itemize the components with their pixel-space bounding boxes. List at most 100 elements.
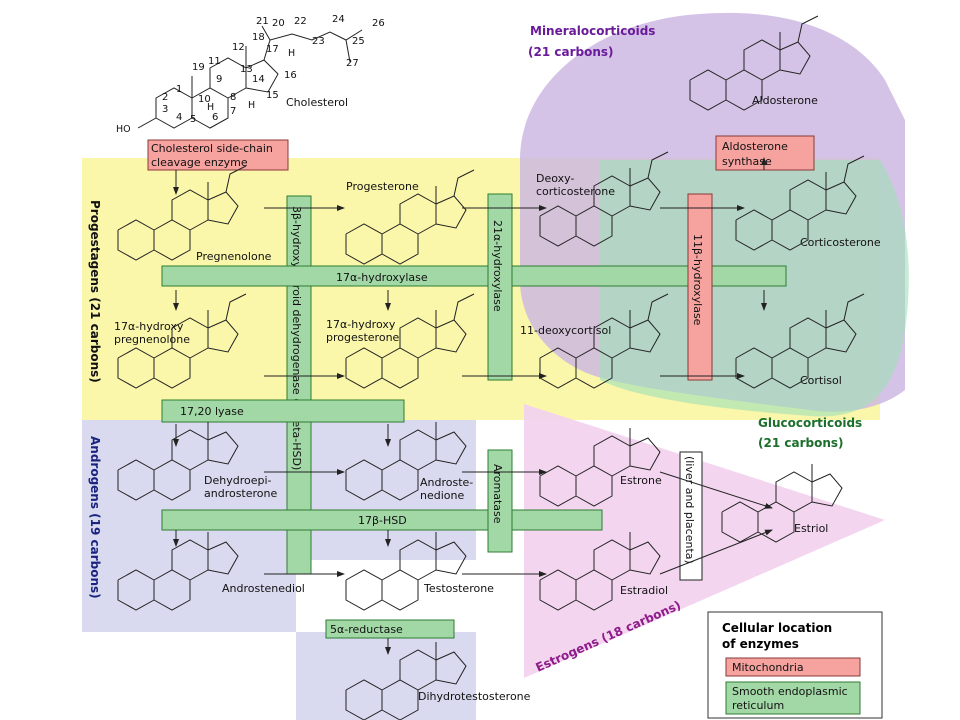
hydroxypregnenolone-name: pregnenolone (114, 333, 190, 346)
hsd17b-enzyme-box: 17β-HSD (161, 509, 603, 531)
lyase-enzyme-label: 17,20 lyase (180, 405, 244, 418)
carbon-number: 5 (190, 114, 196, 125)
carbon-number: 20 (272, 18, 285, 29)
scc-enzyme-box: Cholesterol side-chain cleavage enzyme (147, 139, 289, 171)
hydroxylase11-enzyme-label: 11β-hydroxylase (691, 234, 704, 326)
carbon-number: 26 (372, 18, 385, 29)
androstenedione-name: Androste- (420, 476, 473, 489)
cholesterol-name: Cholesterol (286, 96, 348, 109)
scc-enzyme-label: Cholesterol side-chain (151, 142, 273, 155)
deoxycorticosterone-name: Deoxy- (536, 172, 574, 185)
hydroxyprogesterone-name: progesterone (326, 331, 400, 344)
aldosterone-synthase-box: Aldosterone synthase (715, 135, 815, 171)
scc-enzyme-label: cleavage enzyme (151, 156, 248, 169)
carbon-number: 7 (230, 106, 236, 117)
carbon-number: 22 (294, 16, 307, 27)
androstenedione-name: nedione (420, 489, 464, 502)
hydrogen-label: H (248, 100, 255, 111)
legend-er-label: Smooth endoplasmic (732, 685, 848, 698)
dht-name: Dihydrotestosterone (418, 690, 531, 703)
androstenediol-name: Androstenediol (222, 582, 305, 595)
progesterone-name: Progesterone (346, 180, 419, 193)
dhea-name: androsterone (204, 487, 277, 500)
estrogens-region (524, 404, 885, 678)
aldosterone-name: Aldosterone (752, 94, 818, 107)
carbon-number: 25 (352, 36, 365, 47)
hsd3b-enzyme-label: 3β-hydroxysteroid dehydrogenase (3-beta-… (290, 206, 303, 470)
aromatase-enzyme-label: Aromatase (491, 464, 504, 524)
legend-title: of enzymes (722, 637, 799, 651)
steroid-skeleton (345, 169, 475, 265)
steroid-skeleton (117, 165, 247, 261)
hydroxylase17-enzyme-box: 17α-hydroxylase (161, 265, 787, 287)
androgens-region (82, 420, 476, 720)
legend-title: Cellular location (722, 621, 832, 635)
carbon-number: 13 (240, 64, 253, 75)
carbon-number: 19 (192, 62, 205, 73)
steroid-skeleton (345, 422, 467, 501)
androgens-label: Androgens (19 carbons) (88, 436, 102, 599)
liver-placenta-label: (liver and placenta) (683, 456, 696, 564)
lyase-enzyme-box: 17,20 lyase (161, 399, 405, 423)
carbon-number: 9 (216, 74, 222, 85)
estradiol-name: Estradiol (620, 584, 668, 597)
carbon-number: 16 (284, 70, 297, 81)
glucocorticoids-region (600, 160, 909, 417)
carbon-number: 18 (252, 32, 265, 43)
glucocorticoids-subtitle: (21 carbons) (758, 436, 844, 450)
reaction-arrows (173, 157, 773, 655)
carbon-number: 4 (176, 112, 182, 123)
steroid-skeleton (539, 293, 669, 389)
cortisol-name: Cortisol (800, 374, 842, 387)
carbon-number: 15 (266, 90, 279, 101)
reductase-enzyme-box: 5α-reductase (325, 619, 455, 639)
hydroxyl-group-label: HO (116, 124, 131, 135)
hydroxypregnenolone-name: 17α-hydroxy (114, 320, 184, 333)
steroid-skeleton (539, 151, 669, 247)
legend-mito-label: Mitochondria (732, 661, 804, 674)
steroid-skeleton (117, 293, 247, 389)
carbon-number: 21 (256, 16, 269, 27)
corticosterone-name: Corticosterone (800, 236, 881, 249)
carbon-number: 10 (198, 94, 211, 105)
aldosterone-synthase-label: Aldosterone (722, 140, 788, 153)
carbon-number: 1 (176, 84, 182, 95)
steroid-skeleton (539, 532, 661, 611)
dhea-name: Dehydroepi- (204, 474, 272, 487)
hydrogen-label: H (207, 102, 214, 113)
mineralocorticoids-label: Mineralocorticoids (530, 24, 655, 38)
hydroxylase21-enzyme-label: 21α-hydroxylase (491, 220, 504, 312)
legend: Cellular location of enzymes Mitochondri… (707, 611, 883, 719)
steroid-skeleton (735, 155, 865, 251)
estriol-name: Estriol (794, 522, 828, 535)
carbon-number: 24 (332, 14, 345, 25)
hydrogen-label: H (288, 48, 295, 59)
carbon-number: 23 (312, 36, 325, 47)
steroid-skeleton (345, 532, 467, 611)
mineralocorticoids-subtitle: (21 carbons) (528, 45, 614, 59)
liver-placenta-box: (liver and placenta) (679, 451, 703, 581)
estrone-name: Estrone (620, 474, 662, 487)
hydroxyprogesterone-name: 17α-hydroxy (326, 318, 396, 331)
steroid-skeleton (689, 15, 819, 111)
carbon-number: 14 (252, 74, 265, 85)
glucocorticoids-label: Glucocorticoids (758, 416, 862, 430)
hydroxylase11-enzyme-box: 11β-hydroxylase (687, 193, 713, 381)
deoxycorticosterone-name: corticosterone (536, 185, 615, 198)
carbon-number: 12 (232, 42, 245, 53)
aromatase-enzyme-box: Aromatase (487, 449, 513, 553)
steroid-skeleton (345, 293, 475, 389)
carbon-number: 3 (162, 104, 168, 115)
hydroxylase17-enzyme-label: 17α-hydroxylase (336, 271, 428, 284)
carbon-number: 27 (346, 58, 359, 69)
carbon-number: 2 (162, 92, 168, 103)
legend-mito-swatch (725, 657, 861, 677)
progestagens-label: Progestagens (21 carbons) (88, 200, 102, 383)
carbon-number: 6 (212, 112, 218, 123)
steroid-skeleton (721, 464, 843, 543)
testosterone-name: Testosterone (423, 582, 494, 595)
carbon-number: 17 (266, 44, 279, 55)
